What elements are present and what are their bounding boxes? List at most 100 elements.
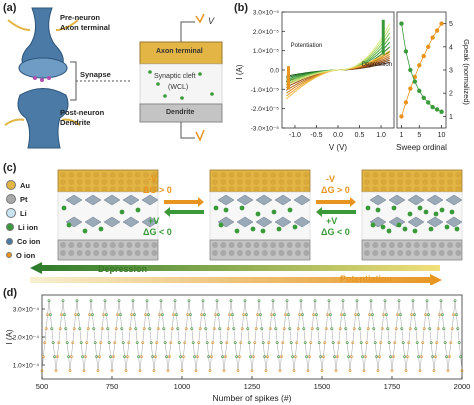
legend-swatch — [6, 237, 13, 245]
gpeak-ytick-label: 2 — [449, 91, 453, 98]
au-atom — [101, 172, 108, 178]
li-ion — [287, 207, 293, 213]
au-atom — [286, 179, 293, 185]
au-atom — [261, 186, 268, 192]
au-atom — [364, 186, 370, 192]
gpeak-point — [399, 21, 404, 26]
crystal-stack — [209, 169, 311, 261]
li-ion — [119, 209, 125, 215]
au-atom — [253, 179, 260, 185]
li-ion — [439, 207, 445, 213]
legend-label: Li — [20, 208, 27, 218]
spike-xtick-label: 500 — [36, 382, 49, 391]
legend-item: Co ion — [6, 234, 40, 248]
au-atom — [372, 186, 379, 192]
li-ion — [444, 224, 450, 230]
au-atom — [372, 172, 379, 178]
au-atom — [422, 172, 429, 178]
pt-atom — [286, 250, 293, 256]
pt-atom — [109, 250, 116, 256]
pt-atom — [68, 242, 75, 248]
pt-atom — [397, 250, 404, 256]
au-atom — [438, 186, 445, 192]
pt-atom — [109, 242, 116, 248]
gpeak-point — [439, 21, 444, 26]
au-atom — [60, 186, 66, 192]
au-atom — [212, 186, 218, 192]
au-atom — [84, 172, 91, 178]
au-atom — [60, 179, 66, 185]
reverse-arrow — [316, 207, 356, 217]
pt-atom — [212, 250, 218, 256]
au-atom — [270, 179, 277, 185]
pt-atom — [303, 250, 310, 256]
au-atom — [405, 179, 412, 185]
gpeak-point — [403, 100, 409, 105]
pt-atom — [253, 250, 260, 256]
li-ion — [223, 207, 229, 213]
gpeak-point — [403, 49, 409, 54]
depression-bar-label: Depression — [98, 264, 148, 274]
li-ion — [271, 209, 277, 215]
pt-atom — [372, 242, 379, 248]
au-atom — [143, 179, 149, 185]
au-atom — [270, 186, 277, 192]
au-atom — [76, 172, 83, 178]
au-atom — [372, 179, 379, 185]
au-atom — [303, 172, 310, 178]
au-atom — [228, 186, 235, 192]
pt-layer — [209, 239, 311, 261]
au-atom — [245, 179, 252, 185]
au-atom — [118, 172, 125, 178]
panel-c-label: (c) — [3, 162, 17, 174]
au-atom — [380, 179, 387, 185]
legend-swatch — [6, 223, 14, 231]
iv-xtick-label: -1.0 — [289, 132, 301, 139]
au-atom — [236, 179, 243, 185]
crystal-stack — [361, 169, 463, 261]
pt-atom — [228, 242, 235, 248]
gpeak-point — [434, 28, 440, 33]
co-octahedron — [274, 194, 292, 206]
li-ion — [454, 226, 460, 232]
au-atom — [447, 186, 453, 192]
pt-atom — [413, 242, 420, 248]
spike-xlabel: Number of spikes (#) — [213, 393, 292, 403]
co-octahedron — [141, 194, 159, 206]
pt-atom — [212, 242, 218, 248]
au-atom — [228, 172, 235, 178]
pt-atom — [101, 242, 108, 248]
li-ion — [396, 222, 402, 228]
synapse-label: Synapse — [80, 70, 111, 79]
iv-depression-curve — [286, 23, 391, 86]
au-atom — [68, 179, 75, 185]
pt-atom — [447, 242, 453, 248]
au-atom — [101, 186, 108, 192]
au-atom — [430, 179, 437, 185]
iv-depression-label: Depression — [362, 62, 392, 68]
au-atom — [413, 179, 420, 185]
pt-atom — [143, 242, 149, 248]
pt-atom — [151, 250, 158, 256]
au-atom — [109, 186, 116, 192]
pt-atom — [236, 242, 243, 248]
iv-ylabel: I (A) — [235, 64, 244, 79]
forward-arrow — [316, 197, 356, 207]
li-ion — [380, 224, 386, 230]
au-atom — [388, 179, 395, 185]
au-atom — [455, 186, 462, 192]
co-octahedron — [445, 194, 463, 206]
pt-atom — [236, 250, 243, 256]
au-atom — [455, 172, 462, 178]
iv-ytick-label: -3.0×10⁻⁵ — [251, 126, 280, 133]
li-ion — [449, 209, 455, 215]
au-atom — [413, 186, 420, 192]
gpeak-point — [417, 88, 422, 94]
pt-atom — [118, 242, 125, 248]
au-atom — [447, 172, 453, 178]
pt-atom — [397, 242, 404, 248]
li-ion — [98, 226, 104, 232]
arrow-minus-v: -V — [148, 174, 157, 184]
